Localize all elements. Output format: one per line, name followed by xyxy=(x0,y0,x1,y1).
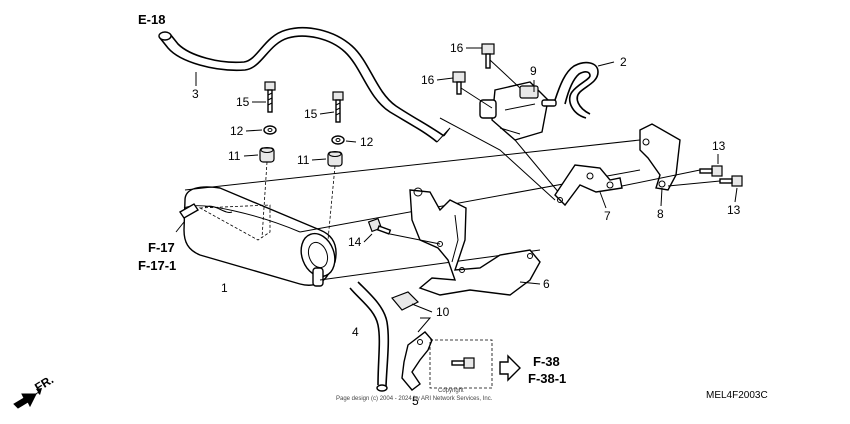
washer-12-right[interactable] xyxy=(331,135,345,145)
label-12-right: 12 xyxy=(360,135,374,149)
bolt-16-lower[interactable] xyxy=(452,71,493,109)
diagram-code: MEL4F2003C xyxy=(706,390,768,401)
copyright-mark: Copyright xyxy=(438,388,464,394)
ref-f17-1[interactable]: F-17-1 xyxy=(138,258,176,273)
cushion-10[interactable] xyxy=(390,291,420,311)
hose-4[interactable] xyxy=(349,281,390,392)
label-16-lower: 16 xyxy=(421,73,435,87)
bolt-16-upper[interactable] xyxy=(481,43,521,89)
label-12-left: 12 xyxy=(230,124,244,138)
bracket-7[interactable] xyxy=(554,164,623,207)
ref-f38-1[interactable]: F-38-1 xyxy=(528,371,566,386)
label-10: 10 xyxy=(436,305,450,319)
bracket-6[interactable] xyxy=(409,187,541,296)
label-2: 2 xyxy=(620,55,627,69)
label-16-upper: 16 xyxy=(450,41,464,55)
label-11-right: 11 xyxy=(297,153,310,167)
arrow-right-icon xyxy=(499,354,521,382)
grommet-11-left[interactable] xyxy=(259,147,275,163)
ref-f17[interactable]: F-17 xyxy=(148,240,175,255)
label-13-lower: 13 xyxy=(727,203,741,217)
clip-screw[interactable] xyxy=(451,357,475,369)
clip-5[interactable] xyxy=(401,331,433,391)
bolt-14[interactable] xyxy=(367,217,441,245)
label-15-right: 15 xyxy=(304,107,318,121)
label-15-left: 15 xyxy=(236,95,250,109)
label-11-left: 11 xyxy=(228,149,241,163)
washer-12-left[interactable] xyxy=(263,125,277,135)
label-6: 6 xyxy=(543,277,550,291)
label-7: 7 xyxy=(604,209,611,223)
bolt-15-left[interactable] xyxy=(264,81,276,113)
canister-1[interactable] xyxy=(179,186,341,287)
ref-e18[interactable]: E-18 xyxy=(138,12,165,27)
bolt-15-right[interactable] xyxy=(332,91,344,123)
label-13-upper: 13 xyxy=(712,139,726,153)
bolt-13-upper[interactable] xyxy=(699,165,723,177)
label-5: 5 xyxy=(412,394,419,408)
front-arrow-icon xyxy=(13,388,42,409)
ref-f38[interactable]: F-38 xyxy=(533,354,560,369)
label-8: 8 xyxy=(657,207,664,221)
hose-3[interactable] xyxy=(158,26,451,143)
label-4: 4 xyxy=(352,325,359,339)
grommet-11-right[interactable] xyxy=(327,151,343,167)
label-1: 1 xyxy=(221,281,228,295)
fr-label: FR. xyxy=(32,372,56,394)
hose-2[interactable] xyxy=(554,61,599,119)
copyright-notice: Page design (c) 2004 - 2024 by ARI Netwo… xyxy=(336,396,493,402)
bracket-8[interactable] xyxy=(639,123,681,191)
label-14: 14 xyxy=(348,235,362,249)
label-9: 9 xyxy=(530,64,537,78)
bolt-13-lower[interactable] xyxy=(719,175,743,187)
label-3: 3 xyxy=(192,87,199,101)
purge-control-valve-9[interactable] xyxy=(479,81,557,141)
